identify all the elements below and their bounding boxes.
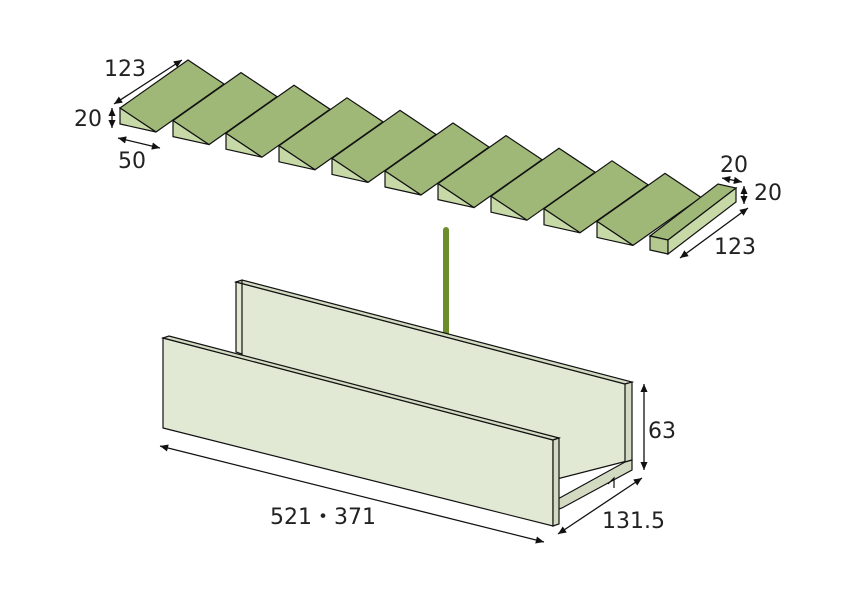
- wedge-strip: [330, 109, 438, 184]
- dimension-lines: [108, 59, 749, 544]
- dim-line-tray-length: [159, 444, 545, 544]
- dim-label-tray-length: 521・371: [270, 505, 376, 530]
- dim-line-tray-width: [557, 477, 643, 535]
- wedge-strip: [542, 160, 650, 234]
- wedge-front-face: [225, 132, 263, 158]
- dim-label-bar-length: 123: [714, 235, 756, 260]
- wedge-strip: [277, 97, 385, 171]
- wedge-front-face: [490, 195, 528, 221]
- wedge-front-face: [384, 169, 422, 196]
- wedge-front-face: [278, 144, 316, 171]
- wedge-strip: [489, 147, 597, 221]
- wedge-front-face: [331, 157, 369, 183]
- dim-label-wedge-height: 20: [74, 107, 102, 132]
- wedge-front-face: [437, 182, 475, 209]
- wedge-front-face: [596, 220, 634, 246]
- dim-line-bar-length: [679, 207, 749, 259]
- dim-line-wedge-width: [117, 136, 161, 150]
- tray-channel: [160, 279, 635, 527]
- dim-line-wedge-length: [113, 59, 183, 105]
- wedge-strips: [118, 59, 703, 247]
- wedge-front-face: [172, 119, 210, 146]
- dim-label-bar-height: 20: [754, 181, 782, 206]
- tray-back-wall-edge: [624, 381, 633, 463]
- wedge-front-face: [119, 106, 157, 133]
- tray-front-wall-edge: [552, 437, 560, 527]
- dim-label-tray-width: 131.5: [602, 509, 665, 534]
- dim-label-bar-width: 20: [720, 153, 748, 178]
- dim-line-bar-width: [721, 176, 743, 184]
- wedge-front-face: [543, 207, 581, 234]
- dim-label-wedge-length: 123: [104, 57, 146, 82]
- dim-label-wedge-width: 50: [118, 149, 146, 174]
- dim-label-tray-height: 63: [648, 419, 676, 444]
